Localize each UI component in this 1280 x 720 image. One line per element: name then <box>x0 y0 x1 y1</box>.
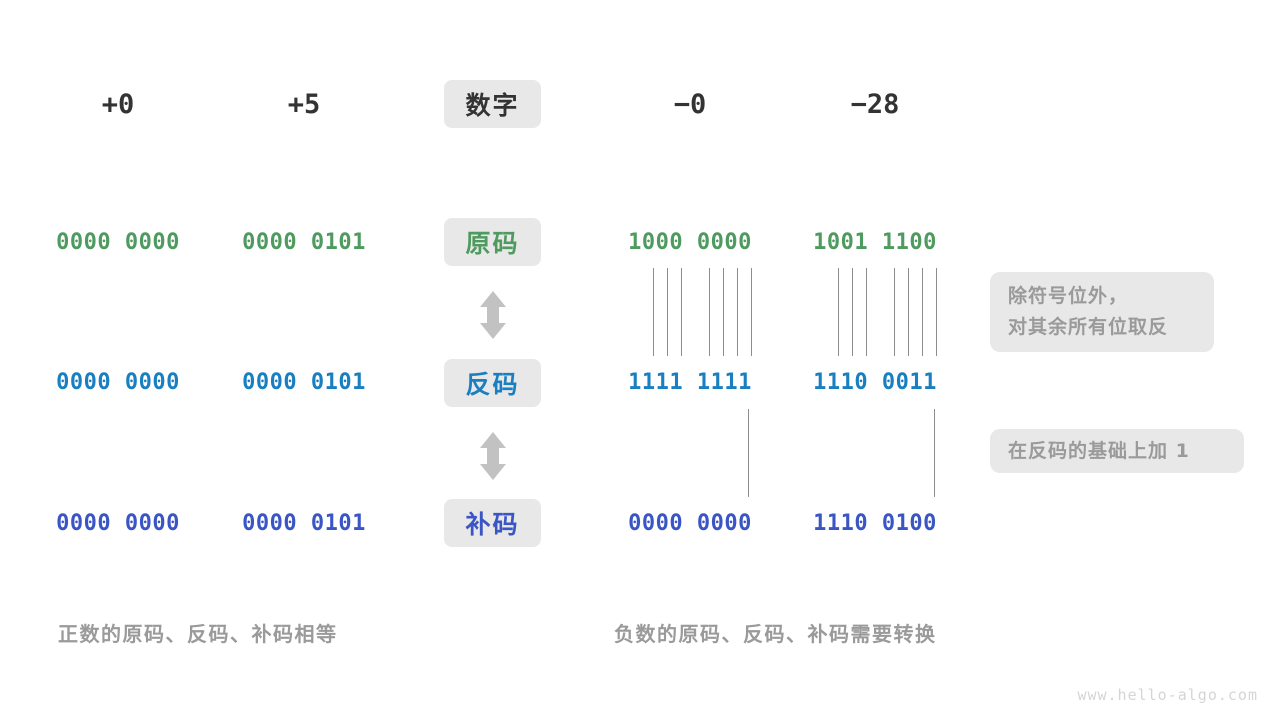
cell-yuanma-plus5: 0000 0101 <box>242 229 366 255</box>
connector-line <box>737 268 738 356</box>
row-label-buma: 补码 <box>444 499 541 547</box>
connector-line <box>866 268 867 356</box>
connector-line <box>852 268 853 356</box>
connector-line <box>653 268 654 356</box>
note-plus-one: 在反码的基础上加 1 <box>990 429 1244 473</box>
connector-line <box>934 409 935 497</box>
note-plus-one-line1: 在反码的基础上加 1 <box>1008 439 1190 462</box>
note-invert-line1: 除符号位外， <box>1008 285 1129 307</box>
caption-negative: 负数的原码、反码、补码需要转换 <box>614 622 937 646</box>
cell-buma-minus28: 1110 0100 <box>813 510 937 536</box>
connector-line <box>667 268 668 356</box>
connector-line <box>936 268 937 356</box>
cell-yuanma-minus28: 1001 1100 <box>813 229 937 255</box>
column-header-minus0: −0 <box>673 88 707 120</box>
column-header-plus5: +5 <box>287 88 321 120</box>
connector-line <box>894 268 895 356</box>
note-invert-bits: 除符号位外， 对其余所有位取反 <box>990 272 1214 352</box>
caption-positive: 正数的原码、反码、补码相等 <box>58 622 338 646</box>
connector-line <box>709 268 710 356</box>
watermark: www.hello-algo.com <box>1077 686 1258 704</box>
double-arrow-vertical-icon-1 <box>477 290 509 344</box>
note-invert-line2: 对其余所有位取反 <box>1008 316 1169 338</box>
cell-yuanma-plus0: 0000 0000 <box>56 229 180 255</box>
cell-fanma-plus5: 0000 0101 <box>242 369 366 395</box>
row-label-shuzi: 数字 <box>444 80 541 128</box>
connector-line <box>748 409 749 497</box>
connector-line <box>908 268 909 356</box>
column-header-plus0: +0 <box>101 88 135 120</box>
row-label-fanma: 反码 <box>444 359 541 407</box>
cell-fanma-minus0: 1111 1111 <box>628 369 752 395</box>
cell-fanma-plus0: 0000 0000 <box>56 369 180 395</box>
double-arrow-vertical-icon-2 <box>477 431 509 485</box>
connector-line <box>723 268 724 356</box>
row-label-yuanma: 原码 <box>444 218 541 266</box>
cell-fanma-minus28: 1110 0011 <box>813 369 937 395</box>
cell-buma-plus5: 0000 0101 <box>242 510 366 536</box>
column-header-minus28: −28 <box>850 88 900 120</box>
connector-line <box>922 268 923 356</box>
cell-buma-plus0: 0000 0000 <box>56 510 180 536</box>
connector-line <box>751 268 752 356</box>
connector-line <box>681 268 682 356</box>
cell-yuanma-minus0: 1000 0000 <box>628 229 752 255</box>
cell-buma-minus0: 0000 0000 <box>628 510 752 536</box>
connector-line <box>838 268 839 356</box>
